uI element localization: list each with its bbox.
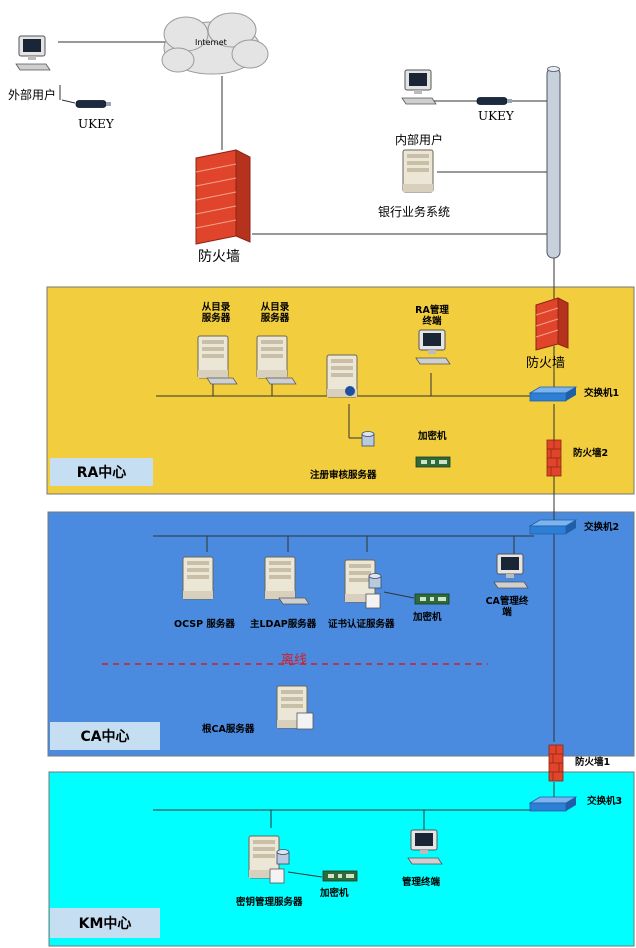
switch2-icon — [529, 519, 577, 535]
cert-server-label: 证书认证服务器 — [328, 619, 395, 630]
km-terminal-pc-icon — [407, 829, 443, 865]
km-db-icon — [276, 849, 290, 865]
ra-firewall-label: 防火墙 — [526, 356, 566, 371]
keyboard-icon — [206, 377, 238, 385]
cert-db-icon — [368, 573, 382, 589]
ca-encryptor-icon — [414, 593, 450, 605]
cert-card-icon — [365, 593, 381, 609]
slave-dir-1-label: 从目录 服务器 — [201, 302, 231, 324]
firewall2-label: 防火墙2 — [573, 448, 609, 459]
ca-terminal-pc-icon — [493, 553, 529, 589]
ca-terminal-label: CA管理终 端 — [485, 596, 529, 618]
root-ca-label: 根CA服务器 — [202, 724, 255, 735]
km-center-tag: KM中心 — [50, 908, 160, 938]
switch1-label: 交换机1 — [584, 388, 620, 399]
ra-encryptor-icon — [415, 456, 451, 468]
reg-server-label: 注册审核服务器 — [310, 470, 377, 481]
km-encryptor-label: 加密机 — [320, 888, 349, 899]
keyboard-icon — [278, 597, 310, 605]
ra-center-tag: RA中心 — [50, 458, 153, 486]
internet-label: Internet — [195, 38, 227, 47]
km-server-label: 密钥管理服务器 — [236, 897, 303, 908]
ldap-label: 主LDAP服务器 — [250, 619, 317, 630]
ldap-server-icon — [264, 556, 296, 600]
km-terminal-label: 管理终端 — [402, 877, 441, 888]
switch3-icon — [529, 796, 577, 812]
ocsp-server-icon — [182, 556, 214, 600]
internal-ukey-label: UKEY — [478, 109, 514, 123]
ocsp-label: OCSP 服务器 — [174, 619, 235, 630]
switch3-label: 交换机3 — [587, 796, 623, 807]
firewall2-icon — [546, 439, 562, 477]
ra-encryptor-label: 加密机 — [418, 431, 447, 442]
cert-card-icon — [269, 868, 285, 884]
slave-dir-2-label: 从目录 服务器 — [260, 302, 290, 324]
bank-system-server-icon — [402, 149, 434, 193]
internal-user-pc-icon — [401, 69, 437, 105]
external-user-label: 外部用户 — [8, 88, 57, 102]
ca-encryptor-label: 加密机 — [413, 612, 442, 623]
internet-cloud — [161, 12, 269, 75]
firewall1-label: 防火墙1 — [575, 757, 611, 768]
bank-system-label: 银行业务系统 — [378, 205, 451, 219]
external-user-pc-icon — [15, 35, 51, 71]
main-firewall-label: 防火墙 — [198, 249, 240, 265]
km-encryptor-icon — [322, 870, 358, 882]
offline-label: 离线 — [281, 653, 308, 668]
ca-zone — [47, 511, 635, 757]
external-ukey-label: UKEY — [78, 117, 114, 131]
ra-terminal-label: RA管理 终端 — [415, 305, 449, 327]
ca-center-tag: CA中心 — [50, 722, 160, 750]
slave-dir-server-2-icon — [256, 335, 288, 379]
switch1-icon — [529, 386, 577, 402]
switch2-label: 交换机2 — [584, 522, 620, 533]
internal-ukey-icon — [476, 97, 513, 105]
internal-user-label: 内部用户 — [395, 133, 444, 147]
cert-card-icon — [296, 712, 314, 730]
backbone-pipe — [546, 66, 561, 259]
firewall1-icon — [548, 744, 564, 782]
slave-dir-server-1-icon — [197, 335, 229, 379]
keyboard-icon — [265, 377, 297, 385]
external-ukey-icon — [75, 100, 112, 108]
user-badge-icon — [345, 386, 355, 396]
ra-firewall-icon — [535, 297, 569, 351]
database-icon — [361, 431, 375, 447]
ra-terminal-pc-icon — [415, 329, 451, 365]
main-firewall-icon — [195, 149, 251, 245]
